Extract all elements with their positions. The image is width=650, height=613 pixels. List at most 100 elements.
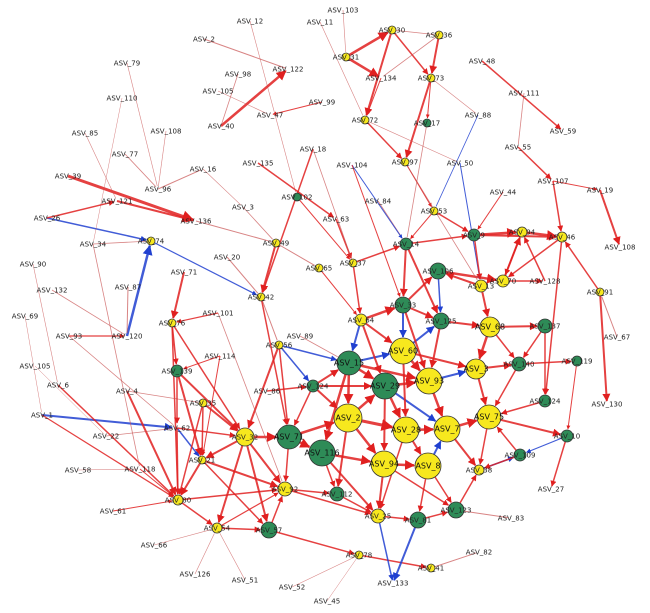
edge-asv_18-asv_37 <box>312 148 352 259</box>
edge-asv_58-asv_118 <box>77 468 138 471</box>
edge-asv_33-asv_93b <box>402 304 426 369</box>
edge-asv_80-asv_92 <box>177 487 278 501</box>
node-label-asv-80: ASV_80 <box>165 497 191 505</box>
node-asv-106 <box>429 262 447 280</box>
node-label-asv-106: ASV_106 <box>423 268 454 276</box>
node-label-asv-9: ASV_9 <box>463 232 485 240</box>
edge-asv_49-asv_42 <box>260 242 277 293</box>
edge-asv_101-asv_76 <box>176 312 219 324</box>
edge-asv_124-asv_71b <box>293 385 314 426</box>
node-asv-35 <box>198 398 208 408</box>
node-label-asv-58: ASV_58 <box>65 467 91 475</box>
node-label-asv-101: ASV_101 <box>203 310 234 318</box>
node-label-asv-21: ASV_21 <box>189 457 215 465</box>
node-label-asv-11: ASV_11 <box>307 19 333 27</box>
node-label-asv-94: ASV_94 <box>509 229 536 237</box>
node-label-asv-2: ASV_2 <box>193 36 215 44</box>
edge-asv_56-asv_124 <box>278 344 310 382</box>
edge-asv_51-asv_54 <box>219 533 246 581</box>
node-label-asv-108b: ASV_108 <box>605 244 636 252</box>
node-asv-93b <box>415 367 443 395</box>
node-label-asv-15: ASV_15 <box>334 359 364 368</box>
node-label-asv-44: ASV_44 <box>490 189 517 197</box>
node-label-asv-88: ASV_88 <box>465 112 491 120</box>
node-asv-94b <box>370 450 398 478</box>
node-label-asv-82: ASV_82 <box>466 549 492 557</box>
edge-asv_30-asv_36 <box>391 29 435 35</box>
node-asv-36 <box>434 30 444 40</box>
edge-asv_46-asv_124b <box>543 236 563 395</box>
edge-asv_80-asv_54 <box>177 499 213 526</box>
edge-asv_108-asv_96 <box>158 130 167 187</box>
node-asv-17 <box>422 118 432 128</box>
edge-asv_124b-asv_75 <box>500 400 546 415</box>
edge-asv_45-asv_78 <box>326 558 357 602</box>
node-label-asv-79: ASV_79 <box>114 60 140 68</box>
node-label-asv-42: ASV_42 <box>248 294 274 302</box>
edge-asv_4-asv_35 <box>126 390 199 403</box>
node-asv-13 <box>474 279 488 293</box>
node-label-asv-78: ASV_78 <box>346 552 372 560</box>
node-label-asv-90: ASV_90 <box>20 261 46 269</box>
node-label-asv-125: ASV_125 <box>426 318 457 326</box>
node-asv-137 <box>537 318 553 334</box>
node-label-asv-133: ASV_133 <box>378 580 409 588</box>
node-asv-140 <box>511 356 527 372</box>
node-label-asv-126: ASV_126 <box>180 571 211 579</box>
edge-asv_48-asv_59 <box>481 60 562 130</box>
edge-asv_44-asv_9 <box>477 191 504 230</box>
edge-asv_105-asv_47 <box>217 90 268 115</box>
edge-asv_12-asv_102 <box>249 20 296 193</box>
node-label-asv-62: ASV_62 <box>164 425 190 433</box>
edge-asv_89-asv_15 <box>299 335 338 358</box>
edge-asv_92-asv_25 <box>284 488 371 516</box>
edge-asv_78-asv_41 <box>358 554 427 570</box>
node-asv-10 <box>560 429 574 443</box>
edge-asv_4-asv_80 <box>126 390 177 496</box>
node-label-asv-34: ASV_34 <box>80 241 107 249</box>
node-label-asv-35: ASV_35 <box>190 400 216 408</box>
node-asv-33 <box>394 296 412 314</box>
edge-asv_64-asv_29 <box>360 319 382 374</box>
node-label-asv-112: ASV_112 <box>322 491 353 499</box>
node-asv-65 <box>314 263 324 273</box>
node-label-asv-118: ASV_118 <box>125 466 156 474</box>
edge-asv_87-asv_120 <box>126 286 129 334</box>
node-asv-71b <box>276 424 302 450</box>
node-label-asv-92: ASV_92 <box>272 486 298 494</box>
node-label-asv-65: ASV_65 <box>306 265 332 273</box>
node-asv-38 <box>473 464 485 476</box>
edge-asv_2-asv_122 <box>203 38 286 69</box>
node-asv-42 <box>256 292 266 302</box>
edge-asv_139-asv_32 <box>176 370 239 431</box>
edge-asv_65-asv_64 <box>318 267 357 315</box>
edge-asv_34-asv_74 <box>92 240 147 245</box>
node-label-asv-68: ASV_68 <box>475 323 505 332</box>
node-asv-32 <box>235 427 255 447</box>
edge-asv_107-asv_46 <box>552 180 564 232</box>
edge-asv_62-asv_32 <box>176 427 236 438</box>
node-label-asv-54: ASV_54 <box>204 525 231 533</box>
node-label-asv-111: ASV_111 <box>509 90 540 98</box>
node-asv-92 <box>277 481 293 497</box>
edge-asv_107-asv_19 <box>552 180 598 191</box>
edge-asv_62-asv_80 <box>174 427 181 495</box>
node-asv-112 <box>329 486 345 502</box>
node-label-asv-84: ASV_84 <box>365 198 392 206</box>
node-label-asv-107: ASV_107 <box>538 178 569 186</box>
edge-asv_54-asv_92 <box>216 492 279 529</box>
edge-asv_81-asv_133 <box>393 519 419 581</box>
node-asv-57 <box>260 521 278 539</box>
edge-asv_40-asv_122 <box>220 69 287 127</box>
edge-asv_46-asv_70 <box>508 236 563 278</box>
node-asv-54 <box>211 522 223 534</box>
node-label-asv-108: ASV_108 <box>151 128 182 136</box>
node-label-asv-52: ASV_52 <box>279 584 305 592</box>
edge-asv_66-asv_54 <box>153 529 212 546</box>
node-label-asv-123: ASV_123 <box>441 507 472 515</box>
edge-asv_11-asv_72 <box>319 21 364 116</box>
edge-asv_54-asv_57 <box>216 526 261 533</box>
edge-asv_76-asv_32 <box>171 322 241 430</box>
node-label-asv-66: ASV_66 <box>141 542 168 550</box>
